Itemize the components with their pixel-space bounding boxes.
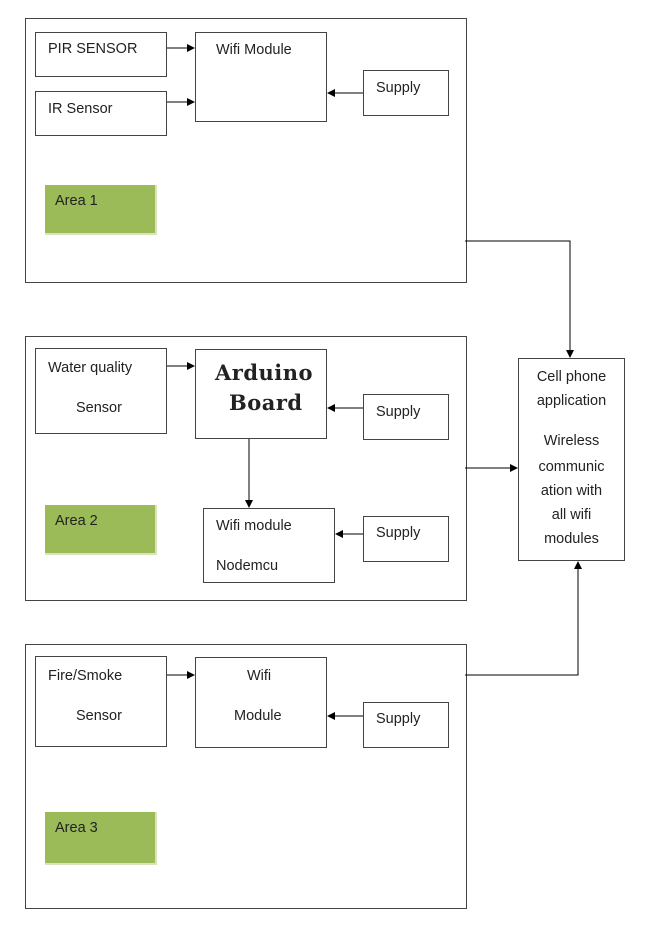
area-2-board-supply-label: Supply — [376, 404, 421, 420]
area-1-label: Area 1 — [55, 193, 98, 209]
arduino-board-box: Arduino Board — [195, 349, 327, 439]
area-3-wifi-module-line2: Module — [234, 708, 282, 724]
arrow-area1-to-phone — [465, 240, 574, 358]
fire-smoke-sensor-line1: Fire/Smoke — [48, 668, 123, 684]
area-3-supply-box: Supply — [363, 702, 449, 748]
area-2-board-supply-box: Supply — [363, 394, 449, 440]
area-2-wifi-module-line1: Wifi module — [216, 518, 292, 534]
area-1-wifi-module-label: Wifi Module — [216, 42, 292, 58]
area-3-supply-label: Supply — [376, 711, 421, 727]
area-2-wifi-module-box: Wifi module Nodemcu — [203, 508, 335, 583]
phone-line-1: Cell phone — [536, 369, 607, 385]
phone-line-4: communic — [538, 459, 605, 475]
ir-sensor-label: IR Sensor — [48, 101, 113, 117]
area-1-wifi-module-box: Wifi Module — [195, 32, 327, 122]
pir-sensor-box: PIR SENSOR — [35, 32, 167, 77]
cell-phone-application-box: Cell phone application Wireless communic… — [518, 358, 625, 561]
arrow-area3-to-phone — [465, 561, 582, 676]
phone-line-5: ation with — [540, 483, 603, 499]
water-quality-sensor-line2: Sensor — [76, 400, 122, 416]
fire-smoke-sensor-box: Fire/Smoke Sensor — [35, 656, 167, 747]
water-quality-sensor-box: Water quality Sensor — [35, 348, 167, 434]
phone-line-7: modules — [544, 531, 599, 547]
water-quality-sensor-line1: Water quality — [48, 360, 133, 376]
arduino-board-line2: Board — [229, 390, 303, 415]
area-3-wifi-module-line1: Wifi — [247, 668, 272, 684]
pir-sensor-label: PIR SENSOR — [48, 41, 138, 57]
area-2-wifi-supply-box: Supply — [363, 516, 449, 562]
phone-line-2: application — [536, 393, 607, 409]
area-1-supply-label: Supply — [376, 80, 421, 96]
area-3-label-badge: Area 3 — [45, 812, 157, 865]
arduino-board-line1: Arduino — [215, 360, 314, 385]
area-2-label-badge: Area 2 — [45, 505, 157, 555]
ir-sensor-box: IR Sensor — [35, 91, 167, 136]
phone-line-6: all wifi — [551, 507, 592, 523]
phone-line-3: Wireless — [543, 433, 600, 449]
area-1-supply-box: Supply — [363, 70, 449, 116]
area-3-wifi-module-box: Wifi Module — [195, 657, 327, 748]
area-3-label: Area 3 — [55, 820, 98, 836]
area-2-label: Area 2 — [55, 513, 98, 529]
area-1-label-badge: Area 1 — [45, 185, 157, 235]
fire-smoke-sensor-line2: Sensor — [76, 708, 122, 724]
area-2-wifi-module-line2: Nodemcu — [216, 558, 279, 574]
area-2-wifi-supply-label: Supply — [376, 525, 421, 541]
